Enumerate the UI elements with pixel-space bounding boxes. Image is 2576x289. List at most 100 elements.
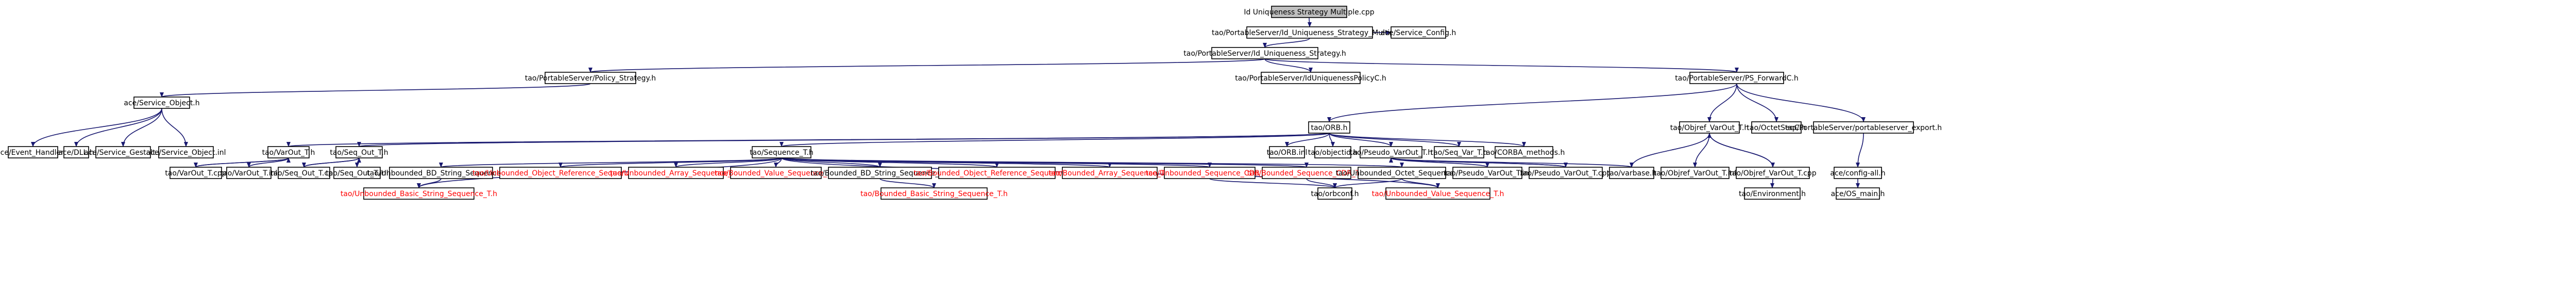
node-n8[interactable]: tao/ORB.h (1308, 121, 1350, 134)
node-n26[interactable]: ace/config-all.h (1830, 167, 1886, 179)
node-box (1385, 187, 1490, 200)
node-n19[interactable]: tao/ORB.inl (1267, 146, 1308, 158)
node-box (170, 167, 222, 179)
node-label: tao/Bounded_Array_Sequence_T.h (1048, 169, 1171, 178)
node-n1[interactable]: tao/PortableServer/Id_Uniqueness_Strateg… (1212, 26, 1408, 39)
node-box (1211, 47, 1318, 59)
node-box (1246, 26, 1373, 39)
node-n31[interactable]: tao/Unbounded_BD_String_Sequence_T.h (367, 167, 515, 179)
node-box (1660, 167, 1730, 179)
node-n42[interactable]: tao/Pseudo_VarOut_T.cpp (1520, 167, 1612, 179)
node-n30[interactable]: tao/Seq_Out_T.inl (326, 167, 388, 179)
node-n35[interactable]: tao/Bounded_BD_String_Sequence_T.h (810, 167, 950, 179)
node-n45[interactable]: ace/OS_main.h (1831, 187, 1885, 200)
node-n29[interactable]: tao/Seq_Out_T.cpp (270, 167, 337, 179)
node-n11[interactable]: tao/PortableServer/portableserver_export… (1785, 121, 1942, 134)
edge-n6-to-n8 (1327, 83, 1737, 122)
node-n47[interactable]: tao/Bounded_Basic_String_Sequence_T.h (860, 187, 1008, 200)
node-n48[interactable]: tao/orbconf.h (1311, 187, 1359, 200)
node-n46[interactable]: tao/Unbounded_Basic_String_Sequence_T.h (341, 187, 497, 200)
node-box (1164, 167, 1256, 179)
node-label: tao/PortableServer/IdUniquenessPolicyC.h (1235, 74, 1386, 83)
node-label: tao/Unbounded_Octet_Sequence_T.h (1336, 169, 1468, 178)
edge-n2-to-n5 (1264, 58, 1313, 73)
node-label: tao/Bounded_Value_Sequence_T.h (715, 169, 837, 178)
edge-n35-to-n47 (879, 178, 936, 188)
edge-n38-to-n48 (1209, 178, 1337, 188)
node-n43[interactable]: tao/varbase.h (1607, 167, 1657, 179)
node-box (730, 167, 822, 179)
node-n9[interactable]: tao/Objref_VarOut_T.h (1670, 121, 1749, 134)
node-n37[interactable]: tao/Bounded_Array_Sequence_T.h (1048, 167, 1171, 179)
edge-n42-to-n21 (1389, 157, 1566, 168)
node-n15[interactable]: ace/Service_Object.inl (146, 146, 226, 158)
node-n21[interactable]: tao/Pseudo_VarOut_T.h (1350, 146, 1432, 158)
node-n7[interactable]: ace/Service_Object.h (124, 97, 200, 109)
node-n3[interactable]: ace/Service_Config.h (1381, 26, 1456, 39)
node-n2[interactable]: tao/PortableServer/Id_Uniqueness_Strateg… (1183, 47, 1346, 59)
node-label: tao/OctetSeqC.h (1747, 124, 1806, 132)
node-root[interactable]: Id Uniqueness Strategy Multiple.cpp (1244, 6, 1375, 18)
node-box (1679, 121, 1740, 134)
node-n33[interactable]: tao/Unbounded_Array_Sequence_T.h (610, 167, 742, 179)
node-label: ace/Service_Object.h (124, 99, 199, 107)
node-box (1358, 167, 1446, 179)
node-n34[interactable]: tao/Bounded_Value_Sequence_T.h (715, 167, 837, 179)
edge-n7-to-n14 (121, 108, 162, 147)
node-box (1751, 121, 1802, 134)
node-n22[interactable]: tao/Seq_Var_T.h (1431, 146, 1488, 158)
node-n5[interactable]: tao/PortableServer/IdUniquenessPolicyC.h (1235, 72, 1386, 84)
node-label: tao/Unbounded_BD_String_Sequence_T.h (367, 169, 515, 178)
node-label: ace/DLL.h (58, 149, 94, 157)
node-box (389, 167, 493, 179)
node-n12[interactable]: ace/Event_Handler.h (0, 146, 70, 158)
node-label: tao/Bounded_Basic_String_Sequence_T.h (860, 190, 1008, 198)
node-n16[interactable]: tao/VarOut_T.h (262, 146, 315, 158)
node-box (1360, 146, 1422, 158)
node-n23[interactable]: tao/CORBA_methods.h (1483, 146, 1565, 158)
node-n40[interactable]: tao/Unbounded_Octet_Sequence_T.h (1336, 167, 1468, 179)
node-n17[interactable]: tao/Seq_Out_T.h (330, 146, 388, 158)
node-n24[interactable]: tao/Objref_VarOut_T.inl (1654, 167, 1736, 179)
node-n28[interactable]: tao/VarOut_T.inl (221, 167, 278, 179)
node-n32[interactable]: tao/Unbounded_Object_Reference_Sequence_… (472, 167, 649, 179)
node-box (1529, 167, 1603, 179)
node-n41[interactable]: tao/Pseudo_VarOut_T.inl (1444, 167, 1531, 179)
node-n20[interactable]: tao/objectid.h (1308, 146, 1358, 158)
node-box (1269, 146, 1305, 158)
edge-n6-to-n10 (1736, 83, 1778, 122)
node-n27[interactable]: tao/VarOut_T.cpp (165, 167, 227, 179)
node-n10[interactable]: tao/OctetSeqC.h (1747, 121, 1806, 134)
node-n36[interactable]: tao/Bounded_Object_Reference_Sequence_T.… (913, 167, 1080, 179)
node-label: ace/Service_Object.inl (146, 149, 226, 157)
node-label: tao/Pseudo_VarOut_T.cpp (1520, 169, 1612, 178)
node-n4[interactable]: tao/PortableServer/Policy_Strategy.h (525, 72, 656, 84)
edge-n21-to-n41 (1391, 157, 1489, 168)
node-label: ace/Event_Handler.h (0, 149, 70, 157)
node-label: tao/ORB.h (1311, 124, 1347, 132)
node-n14[interactable]: ace/Service_Gestalt.h (84, 146, 162, 158)
edge-n8-to-n23 (1329, 133, 1526, 147)
node-n44[interactable]: tao/Environment.h (1739, 187, 1806, 200)
node-label: tao/Bounded_BD_String_Sequence_T.h (810, 169, 949, 178)
node-n6[interactable]: tao/PortableServer/PS_ForwardC.h (1675, 72, 1799, 84)
node-n18[interactable]: tao/Sequence_T.h (750, 146, 814, 158)
edge-n8-to-n21 (1329, 133, 1393, 147)
edge-n6-to-n9 (1707, 83, 1737, 122)
node-box (363, 187, 474, 200)
node-label: tao/VarOut_T.inl (221, 169, 278, 178)
node-n38[interactable]: tao/Unbounded_Sequence_CDR_T.h (1146, 167, 1274, 179)
node-n49[interactable]: tao/Unbounded_Value_Sequence_T.h (1372, 187, 1504, 200)
node-label: tao/Unbounded_Basic_String_Sequence_T.h (341, 190, 497, 198)
edge-n7-to-n15 (161, 108, 188, 147)
edge-n8-to-n20 (1329, 133, 1335, 147)
node-n25[interactable]: tao/Objref_VarOut_T.cpp (1729, 167, 1817, 179)
edge-n18-to-n35 (781, 157, 882, 168)
node-box (938, 167, 1056, 179)
node-box (1736, 167, 1810, 179)
node-n39[interactable]: tao/Bounded_Sequence_CDR_T.h (1247, 167, 1366, 179)
node-box (1308, 121, 1350, 134)
node-label: tao/ORB.inl (1267, 149, 1308, 157)
node-n13[interactable]: ace/DLL.h (58, 146, 94, 158)
